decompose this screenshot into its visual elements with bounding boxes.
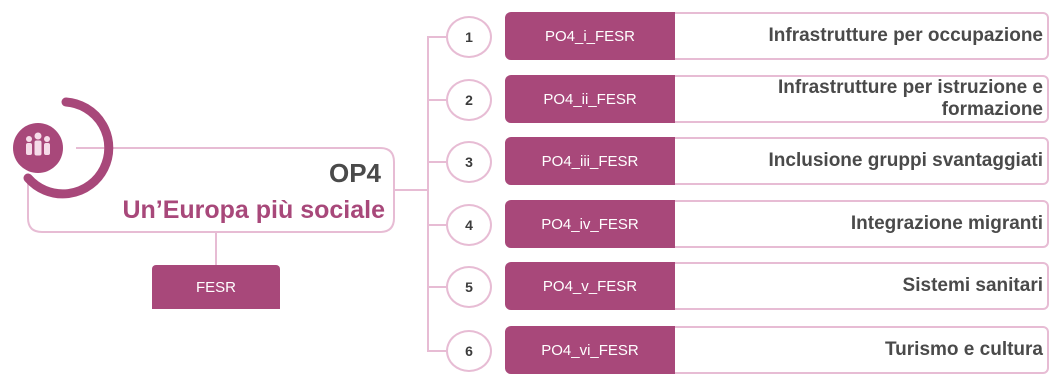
priority-code: PO4_i_FESR — [505, 12, 675, 60]
priority-code: PO4_vi_FESR — [505, 326, 675, 374]
priority-row-6: 6 PO4_vi_FESR Turismo e cultura — [0, 326, 1053, 374]
priority-code: PO4_ii_FESR — [505, 75, 675, 123]
priority-row-4: 4 PO4_iv_FESR Integrazione migranti — [0, 200, 1053, 248]
priority-number: 3 — [446, 141, 492, 183]
priority-row-3: 3 PO4_iii_FESR Inclusione gruppi svantag… — [0, 137, 1053, 185]
priority-label: Integrazione migranti — [850, 213, 1043, 234]
priority-row-1: 1 PO4_i_FESR Infrastrutture per occupazi… — [0, 12, 1053, 60]
priority-code: PO4_v_FESR — [505, 262, 675, 310]
priority-label: Infrastrutture per istruzione e formazio… — [778, 77, 1043, 120]
priority-label: Sistemi sanitari — [902, 275, 1043, 296]
priority-label-box: Integrazione migranti — [675, 200, 1049, 248]
priority-label: Infrastrutture per occupazione — [768, 25, 1044, 46]
priority-row-2: 2 PO4_ii_FESR Infrastrutture per istruzi… — [0, 75, 1053, 123]
priority-label-box: Turismo e cultura — [675, 326, 1049, 374]
priority-number: 1 — [446, 16, 492, 58]
objective-code: OP4 — [328, 158, 381, 188]
priority-label: Turismo e cultura — [884, 339, 1043, 360]
priority-code: PO4_iv_FESR — [505, 200, 675, 248]
logo — [13, 97, 114, 199]
priority-label-box: Infrastrutture per occupazione — [675, 12, 1049, 60]
people-group-icon — [26, 132, 50, 156]
priority-label: Inclusione gruppi svantaggiati — [768, 150, 1043, 171]
priority-number: 4 — [446, 204, 492, 246]
priority-number: 6 — [446, 330, 492, 372]
priority-number: 2 — [446, 79, 492, 121]
objective-frame — [27, 147, 395, 233]
priority-label-box: Inclusione gruppi svantaggiati — [675, 137, 1049, 185]
priority-code: PO4_iii_FESR — [505, 137, 675, 185]
priority-row-5: 5 PO4_v_FESR Sistemi sanitari — [0, 262, 1053, 310]
priority-label-box: Infrastrutture per istruzione e formazio… — [675, 75, 1049, 123]
fund-box: FESR — [152, 265, 280, 309]
objective-title: Un’Europa più sociale — [122, 196, 385, 224]
priority-label-box: Sistemi sanitari — [675, 262, 1049, 310]
priority-number: 5 — [446, 266, 492, 308]
